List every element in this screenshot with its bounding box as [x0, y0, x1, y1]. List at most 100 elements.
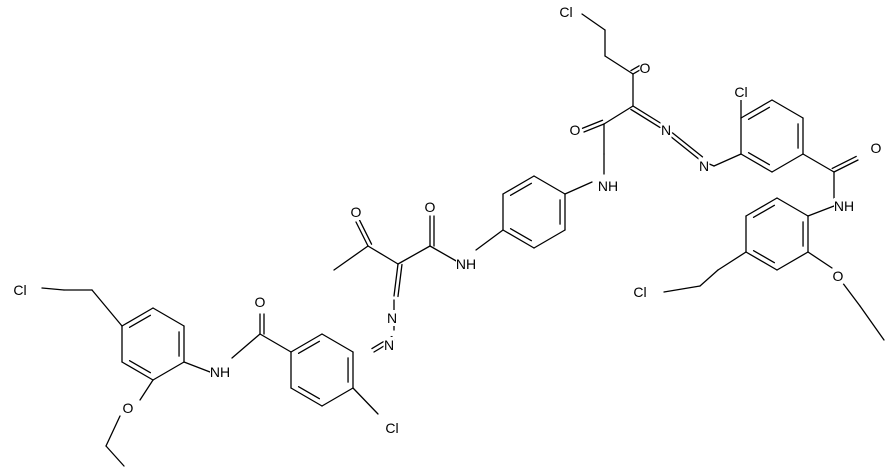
bond-line: [583, 123, 605, 133]
atom-label-background: [383, 337, 395, 353]
atom-label-background: [456, 256, 476, 272]
atom-label-background: [569, 122, 581, 138]
bond-line: [807, 251, 833, 269]
bond-line: [367, 245, 399, 265]
bond-line: [352, 387, 379, 415]
ring-bond: [745, 251, 778, 271]
double-bond-line: [358, 219, 373, 245]
atom-label-cl-chain-left: Cl: [13, 282, 26, 298]
bond-line: [581, 13, 606, 31]
atom-label-nh-right-amide: NH: [834, 198, 854, 214]
atom-label-background: [254, 294, 266, 310]
double-bond-line: [397, 263, 403, 298]
bond-line: [139, 379, 154, 401]
ring-bond: [321, 387, 354, 407]
double-bond-line: [671, 132, 704, 158]
bond-line: [802, 153, 835, 173]
atom-label-background: [424, 199, 436, 215]
bond-line: [355, 221, 369, 247]
atom-label-cl-ring-left: Cl: [385, 420, 398, 436]
bond-line: [41, 287, 65, 291]
atom-label-o-amide-right: O: [871, 140, 882, 156]
ring-bond: [771, 153, 804, 173]
ring-bond: [152, 361, 185, 381]
ring-bond: [740, 99, 773, 119]
atom-label-cl-top: Cl: [559, 4, 572, 20]
atom-label-background: [210, 364, 230, 380]
ring-bond: [121, 307, 154, 327]
atom-label-background: [598, 178, 618, 194]
aromatic-inner-bond: [747, 106, 771, 121]
bond-line: [429, 245, 459, 263]
double-bond-line: [831, 155, 857, 170]
bond-line: [663, 285, 701, 293]
atom-label-background: [10, 282, 30, 298]
bond-line: [475, 229, 504, 251]
bond-line: [713, 153, 742, 167]
bond-line: [717, 251, 747, 271]
atom-label-o-amide-left: O: [255, 294, 266, 310]
ring-bond: [533, 229, 566, 249]
atom-label-background: [122, 400, 134, 416]
aromatic-inner-bond: [128, 359, 152, 374]
atom-label-nh-center: NH: [456, 256, 476, 272]
atom-label-background: [639, 60, 651, 76]
ring-bond: [290, 333, 323, 353]
atom-label-nh-right-ring: NH: [598, 178, 618, 194]
bond-line: [105, 445, 125, 467]
bond-line: [603, 105, 634, 125]
bond-line: [632, 105, 663, 125]
bond-line: [393, 263, 399, 297]
atom-label-background: [834, 198, 854, 214]
bond-line: [564, 181, 593, 195]
bond-line: [604, 55, 634, 75]
bond-line: [669, 135, 701, 161]
atom-label-background: [660, 122, 672, 138]
bond-line: [397, 245, 431, 265]
ring-bond: [776, 197, 809, 217]
ring-bond: [152, 307, 185, 327]
atom-label-o-amide-center-right: O: [570, 122, 581, 138]
aromatic-inner-bond: [509, 227, 533, 242]
atom-label-background: [630, 284, 650, 300]
bond-line: [259, 333, 292, 353]
atom-label-o-keto-top: O: [640, 60, 651, 76]
atom-label-o-amide-center-left: O: [425, 199, 436, 215]
bond-line: [807, 205, 835, 217]
aromatic-inner-bond: [297, 340, 321, 355]
ring-bond: [533, 175, 566, 195]
aromatic-inner-bond: [297, 385, 321, 400]
ring-bond: [121, 361, 154, 381]
bond-line: [699, 269, 719, 287]
bond-line: [859, 305, 885, 341]
atom-label-background: [386, 310, 398, 326]
atom-label-cl-chain-right: Cl: [633, 284, 646, 300]
aromatic-inner-bond: [752, 204, 776, 219]
ring-bond: [502, 175, 535, 195]
atom-label-o-keto-left: O: [351, 204, 362, 220]
atom-label-background: [698, 158, 710, 174]
atom-label-o-ether-left: O: [123, 400, 134, 416]
ring-bond: [740, 153, 773, 173]
bonds: [41, 13, 885, 467]
bond-line: [841, 281, 861, 307]
atom-label-background: [731, 84, 751, 100]
atom-label-background: [832, 268, 844, 284]
atom-label-background: [350, 204, 362, 220]
atom-label-background: [556, 4, 576, 20]
bond-line: [91, 289, 123, 327]
double-bond-line: [581, 119, 604, 129]
atom-label-n-azo-left-a: N: [387, 310, 397, 326]
bond-line: [833, 159, 859, 173]
ring-bond: [290, 387, 323, 407]
aromatic-inner-bond: [747, 151, 771, 166]
double-bond-line: [630, 108, 661, 129]
ring-bond: [502, 229, 535, 249]
atom-label-n-azo-left-b: N: [384, 337, 394, 353]
bond-line: [183, 361, 211, 373]
ring-bond: [745, 197, 778, 217]
atom-label-o-ether-right: O: [833, 268, 844, 284]
atom-label-nh-left-amide: NH: [210, 364, 230, 380]
